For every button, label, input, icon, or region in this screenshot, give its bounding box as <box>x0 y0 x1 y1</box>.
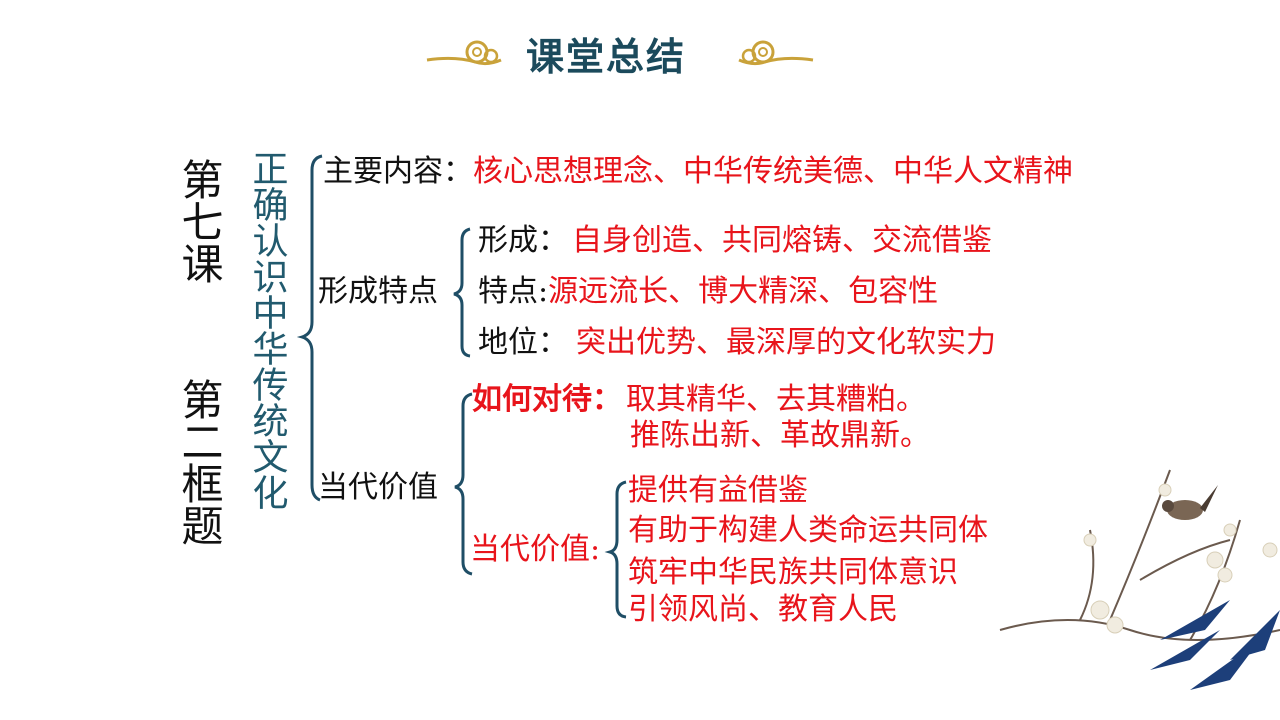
feature-text: 源远流长、博大精深、包容性 <box>548 274 939 309</box>
feature-row: 地位：突出优势、最深厚的文化软实力 <box>478 328 996 358</box>
value-label: 当代价值 <box>318 470 438 505</box>
feature-label: 形成： <box>478 223 568 258</box>
feature-row: 形成：自身创造、共同熔铸、交流借鉴 <box>478 226 992 256</box>
bird-icon <box>1162 485 1218 520</box>
feature-text: 突出优势、最深厚的文化软实力 <box>576 325 996 360</box>
topic-title: 正确认识中华传统文化 <box>246 150 288 510</box>
contemporary-label: 当代价值: <box>470 532 601 567</box>
treat-line: 取其精华、去其糟粕。 <box>626 382 926 417</box>
contemporary-item: 引领风尚、教育人民 <box>628 592 898 627</box>
treat-label: 如何对待： <box>472 382 622 417</box>
plum-blossom-bird-illustration <box>999 469 1280 690</box>
feature-text: 自身创造、共同熔铸、交流借鉴 <box>572 223 992 258</box>
features-label: 形成特点 <box>318 274 438 309</box>
cloud-ornament-left-icon <box>426 40 502 66</box>
contemporary-item: 提供有益借鉴 <box>628 473 808 508</box>
lesson-chapter: 第七课 <box>175 158 224 284</box>
page-title: 课堂总结 <box>526 34 687 79</box>
feature-row: 特点:源远流长、博大精深、包容性 <box>478 277 938 307</box>
feature-label: 特点: <box>478 274 549 309</box>
cloud-ornament-right-icon <box>738 40 814 66</box>
contemporary-item: 筑牢中华民族共同体意识 <box>628 555 958 590</box>
treat-line: 推陈出新、革故鼎新。 <box>630 418 930 453</box>
lesson-section: 第二框题 <box>175 378 224 546</box>
main-content-text: 核心思想理念、中华传统美德、中华人文精神 <box>473 154 1073 189</box>
main-content-row: 主要内容：核心思想理念、中华传统美德、中华人文精神 <box>323 157 1073 187</box>
contemporary-item: 有助于构建人类命运共同体 <box>628 513 988 548</box>
feature-label: 地位： <box>478 325 568 360</box>
main-content-label: 主要内容： <box>323 154 473 189</box>
